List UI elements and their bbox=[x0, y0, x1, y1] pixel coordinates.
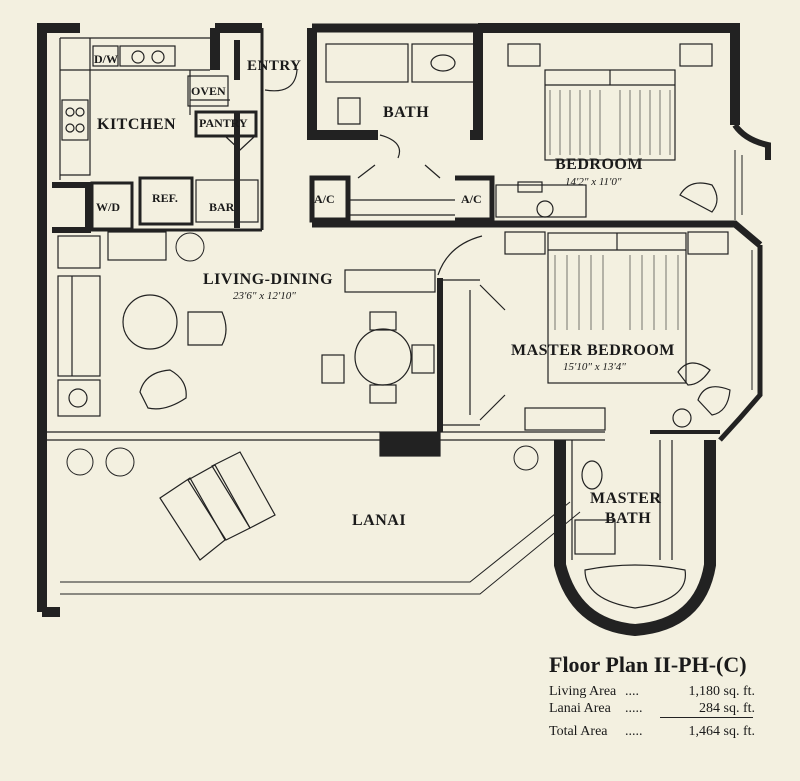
bar-label: BAR bbox=[209, 200, 235, 214]
plant bbox=[175, 232, 205, 262]
kitchen-label: KITCHEN bbox=[97, 116, 177, 133]
lounge-chair bbox=[187, 464, 251, 541]
living-chair bbox=[187, 311, 227, 346]
coffee-table bbox=[122, 294, 178, 350]
bedroom-wall bbox=[312, 220, 763, 248]
area-label: Living Area bbox=[549, 684, 617, 699]
exterior-wall bbox=[478, 23, 740, 125]
pantry-box bbox=[194, 110, 258, 138]
console bbox=[107, 231, 167, 261]
area-divider bbox=[660, 717, 753, 718]
lounge-chair bbox=[159, 477, 226, 561]
ac-right-label: A/C bbox=[461, 192, 482, 206]
plant bbox=[66, 448, 94, 476]
master-chair bbox=[697, 386, 731, 416]
hall-wall bbox=[455, 175, 495, 223]
dining-chair bbox=[369, 311, 397, 331]
area-value: 1,464 sq. ft. bbox=[688, 724, 756, 739]
dresser bbox=[495, 184, 587, 218]
wd-label: W/D bbox=[96, 200, 120, 214]
lanai-label: LANAI bbox=[352, 512, 407, 529]
bedroom-chair bbox=[679, 182, 718, 213]
living-glass-wall bbox=[42, 431, 380, 441]
hall-wall bbox=[309, 175, 351, 223]
master-tub bbox=[584, 564, 686, 609]
master-dresser bbox=[524, 407, 606, 431]
master-bedroom-size: 15'10" x 13'4" bbox=[563, 361, 626, 373]
sofa bbox=[57, 275, 101, 377]
dw-label: D/W bbox=[94, 52, 118, 66]
oven-label: OVEN bbox=[191, 84, 226, 98]
sink bbox=[119, 45, 176, 67]
dining-chair bbox=[321, 354, 345, 384]
living-dining-label: LIVING-DINING bbox=[203, 271, 334, 288]
end-table bbox=[57, 235, 101, 269]
plant bbox=[513, 445, 539, 471]
closet-doors bbox=[469, 284, 506, 421]
bedroom-size: 14'2" x 11'0" bbox=[565, 176, 622, 188]
area-row-lanai: Lanai Area..... 284 sq. ft. bbox=[549, 701, 755, 717]
exterior-wall bbox=[37, 23, 80, 612]
bay-window-upper bbox=[732, 123, 771, 160]
area-row-total: Total Area..... 1,464 sq. ft. bbox=[549, 724, 755, 740]
plan-title: Floor Plan II-PH-(C) bbox=[549, 652, 747, 677]
area-dots: ..... bbox=[625, 724, 643, 739]
bath-door bbox=[379, 134, 401, 159]
area-label: Lanai Area bbox=[549, 701, 611, 716]
vanity bbox=[411, 43, 475, 83]
dishwasher bbox=[92, 45, 119, 67]
column bbox=[379, 431, 441, 457]
master-bath-label-line2: BATH bbox=[605, 510, 652, 527]
area-value: 1,180 sq. ft. bbox=[688, 684, 756, 699]
lanai-rail bbox=[60, 501, 581, 595]
master-chair bbox=[677, 362, 711, 386]
ac-left-label: A/C bbox=[314, 192, 335, 206]
oven-box bbox=[187, 75, 229, 107]
nightstand bbox=[507, 43, 541, 67]
lounge-chair bbox=[211, 451, 276, 529]
bath-wall bbox=[307, 28, 483, 140]
area-row-living: Living Area.... 1,180 sq. ft. bbox=[549, 684, 755, 700]
hall-closet bbox=[348, 199, 455, 216]
bay-window bbox=[734, 150, 743, 220]
area-dots: .... bbox=[625, 684, 639, 699]
area-value: 284 sq. ft. bbox=[699, 701, 755, 716]
living-dining-size: 23'6" x 12'10" bbox=[233, 290, 296, 302]
kitchen-wall bbox=[52, 182, 91, 233]
ref-label: REF. bbox=[152, 191, 178, 205]
plant bbox=[105, 447, 135, 477]
master-bay-window bbox=[718, 245, 763, 442]
nightstand bbox=[679, 43, 713, 67]
ref-box bbox=[138, 176, 194, 226]
exterior-wall bbox=[312, 23, 483, 40]
bar-counter bbox=[195, 179, 259, 223]
master-door bbox=[437, 235, 483, 276]
dining-table bbox=[354, 328, 412, 386]
entry-door bbox=[264, 69, 298, 92]
tub bbox=[325, 43, 409, 83]
kitchen-counter bbox=[59, 37, 230, 180]
end-table bbox=[57, 379, 101, 417]
living-chair bbox=[139, 369, 187, 410]
master-nightstand bbox=[687, 231, 729, 255]
master-bedroom-label: MASTER BEDROOM bbox=[511, 342, 675, 359]
entry-label: ENTRY bbox=[247, 58, 302, 74]
master-bath-label-line1: MASTER bbox=[590, 490, 662, 507]
sideboard bbox=[344, 269, 436, 293]
dining-chair bbox=[411, 344, 435, 374]
bath-label: BATH bbox=[383, 104, 430, 121]
master-bath-wall bbox=[554, 440, 716, 637]
bedroom-label: BEDROOM bbox=[555, 156, 643, 173]
dining-chair bbox=[369, 384, 397, 404]
pantry-label: PANTRY bbox=[199, 116, 248, 130]
cooktop bbox=[61, 99, 89, 141]
area-label: Total Area bbox=[549, 724, 608, 739]
master-nightstand bbox=[504, 231, 546, 255]
area-dots: ..... bbox=[625, 701, 643, 716]
toilet bbox=[337, 97, 361, 125]
shower bbox=[574, 519, 616, 555]
